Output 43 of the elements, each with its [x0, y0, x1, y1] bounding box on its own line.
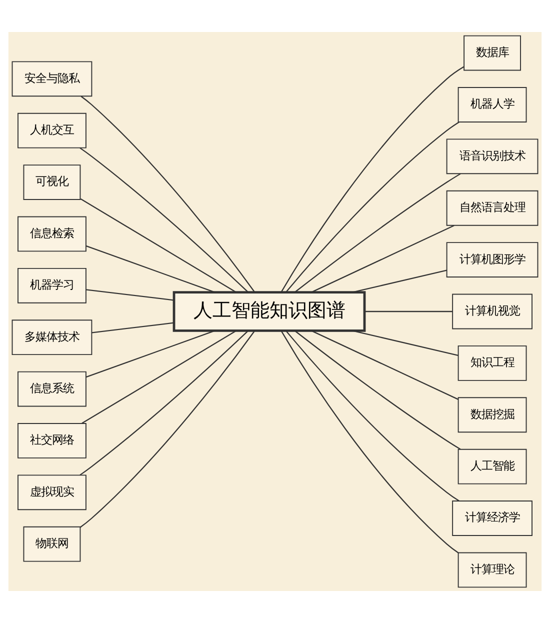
connector: [286, 330, 460, 501]
node-box: 社交网络: [18, 422, 86, 458]
connector: [82, 330, 237, 424]
node-box: 人工智能知识图谱: [172, 290, 366, 332]
node-box: 信息系统: [18, 370, 86, 406]
node-box: 语音识别技术: [446, 138, 538, 174]
connector: [80, 330, 256, 528]
node-box: 信息检索: [18, 216, 86, 252]
node-box: 数据挖掘: [458, 396, 527, 432]
connector: [80, 146, 249, 292]
connector: [80, 95, 256, 292]
node-box: 机器学习: [18, 267, 86, 303]
node-box: 虚拟现实: [18, 474, 86, 510]
node-box: 物联网: [23, 526, 81, 562]
connector: [86, 288, 174, 300]
node-box: 安全与隐私: [12, 60, 92, 96]
connector: [311, 330, 458, 400]
connector: [294, 330, 461, 450]
node-box: 计算经济学: [452, 500, 532, 536]
connector: [364, 310, 452, 312]
node-box: 多媒体技术: [12, 319, 92, 355]
node-box: 人工智能: [458, 448, 527, 484]
node-box: 计算机图形学: [446, 242, 538, 278]
connector: [92, 322, 174, 333]
node-box: 可视化: [23, 164, 81, 200]
node-box: 知识工程: [458, 344, 527, 380]
node-box: 机器人学: [458, 86, 527, 122]
connector: [80, 330, 249, 476]
connector: [294, 172, 461, 292]
node-box: 计算机视觉: [452, 293, 532, 329]
node-box: 人机交互: [18, 112, 86, 148]
connector: [280, 330, 459, 553]
node-box: 计算理论: [458, 552, 527, 588]
connector: [280, 66, 464, 292]
node-box: 数据库: [464, 34, 521, 70]
connector: [352, 269, 447, 292]
connector: [311, 224, 454, 292]
connector: [286, 121, 460, 292]
connector: [86, 330, 216, 378]
connector: [80, 198, 236, 292]
connector: [86, 244, 216, 292]
node-box: 自然语言处理: [446, 190, 538, 226]
connector: [352, 330, 458, 356]
